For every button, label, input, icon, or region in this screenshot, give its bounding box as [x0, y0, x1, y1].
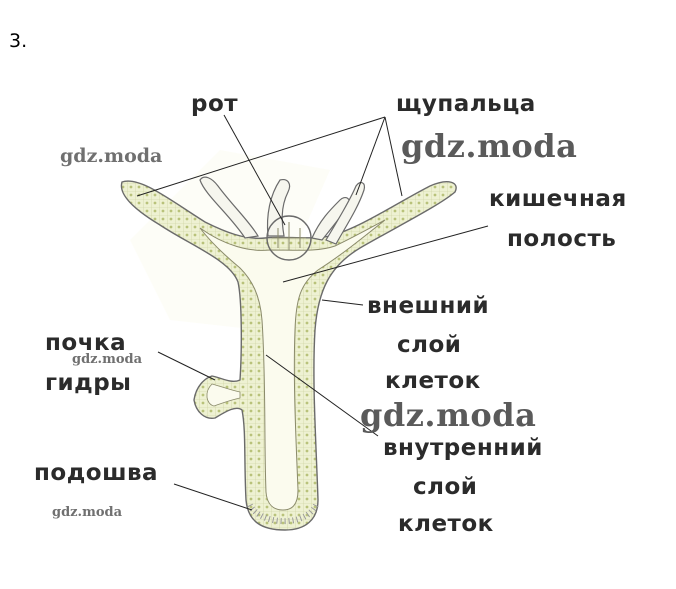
label-bud-2: гидры [45, 370, 132, 396]
label-sole: подошва [34, 460, 159, 486]
watermark-bottom-left: gdz.moda [52, 505, 123, 520]
label-gut-cavity-1: кишечная [489, 186, 627, 212]
label-inner-layer-3: клеток [398, 511, 494, 537]
label-tentacles: щупальца [396, 91, 536, 117]
leader-tentacle-mid [355, 116, 386, 196]
leader-tentacle-right [384, 116, 403, 197]
question-number: 3. [9, 30, 28, 52]
leader-mouth [223, 114, 286, 226]
tentacle-4 [325, 181, 365, 245]
bud-cavity [206, 383, 241, 407]
label-gut-cavity-2: полость [507, 226, 617, 252]
leader-bud [157, 351, 216, 381]
label-outer-layer-1: внешний [367, 293, 490, 319]
leader-gut-cavity [282, 225, 489, 283]
watermark-top-left: gdz.moda [60, 145, 163, 167]
leader-lines [136, 114, 489, 511]
label-inner-layer-1: внутренний [383, 435, 543, 461]
leader-tentacle-left [136, 116, 386, 197]
mouth-circle [266, 215, 312, 261]
tentacle-1 [199, 176, 259, 239]
mouth-cells [272, 222, 306, 250]
watermark-top-right: gdz.moda [401, 127, 578, 165]
tentacle-3 [311, 196, 350, 241]
leader-sole [173, 483, 253, 511]
label-mouth: рот [191, 91, 239, 117]
label-inner-layer-2: слой [413, 474, 478, 500]
label-bud-1: почка [45, 330, 127, 356]
label-outer-layer-3: клеток [385, 368, 481, 394]
label-outer-layer-2: слой [397, 332, 462, 358]
watermark-bud: gdz.moda [72, 352, 143, 367]
gut-cavity-shape [199, 219, 386, 511]
leader-outer-layer [321, 299, 364, 306]
watermark-middle: gdz.moda [360, 396, 537, 434]
leader-inner-layer [265, 354, 379, 437]
